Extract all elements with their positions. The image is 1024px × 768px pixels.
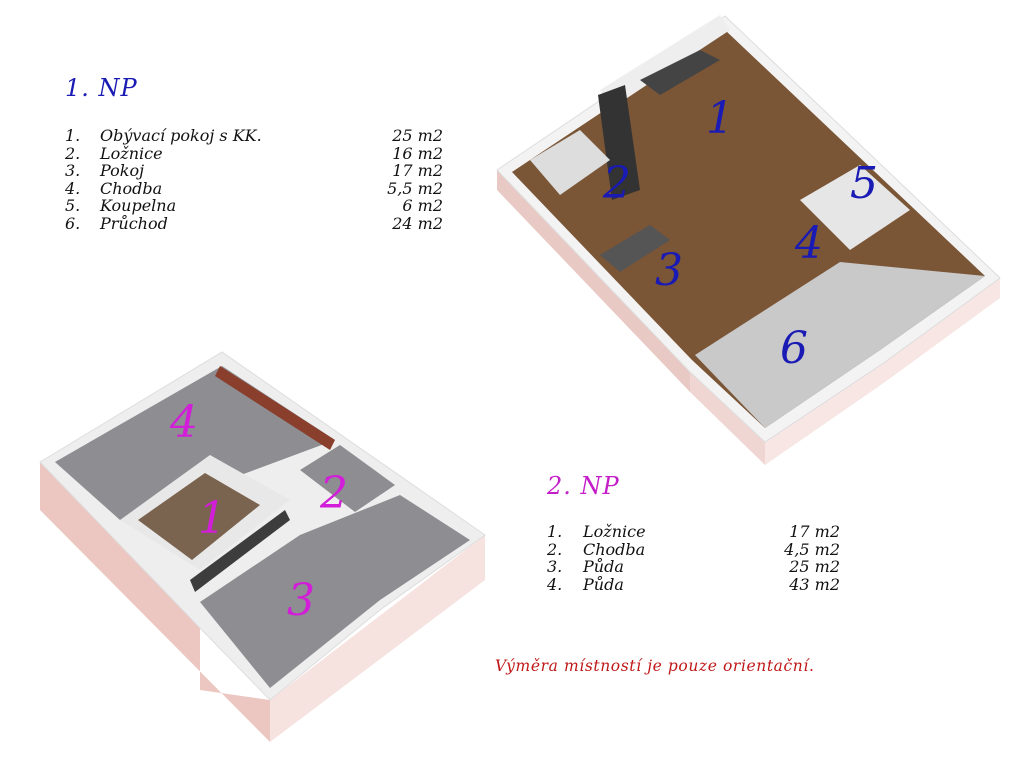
room-number: 5. bbox=[65, 196, 81, 215]
room-name: Chodba bbox=[583, 539, 646, 559]
room-row: 2. Ložnice 16 m2 bbox=[65, 143, 443, 163]
room-name: Pokoj bbox=[100, 161, 145, 180]
room-number: 3. bbox=[547, 557, 563, 576]
floor1-label-2: 2 bbox=[602, 158, 631, 209]
floor2-label-3: 3 bbox=[287, 575, 315, 626]
room-row: 1. Ložnice 17 m2 bbox=[547, 523, 840, 541]
room-area: 4,5 m2 bbox=[784, 539, 840, 559]
room-name: Koupelna bbox=[100, 196, 177, 215]
room-area: 6 m2 bbox=[402, 196, 443, 215]
room-name: Ložnice bbox=[583, 522, 646, 541]
room-number: 6. bbox=[65, 213, 81, 233]
room-row: 4. Chodba 5,5 m2 bbox=[65, 178, 443, 198]
floor1-plan bbox=[496, 15, 1001, 465]
room-row: 5. Koupelna 6 m2 bbox=[65, 197, 443, 215]
floor1-label-5: 5 bbox=[850, 158, 878, 209]
floor2-label-4: 4 bbox=[169, 397, 198, 448]
room-name: Půda bbox=[583, 557, 624, 576]
floor2-title: 2. NP bbox=[547, 472, 620, 500]
disclaimer-note: Výměra místností je pouze orientační. bbox=[495, 657, 815, 675]
room-name: Půda bbox=[583, 574, 624, 594]
room-row: 2. Chodba 4,5 m2 bbox=[547, 539, 840, 559]
room-area: 16 m2 bbox=[392, 143, 443, 163]
floor1-label-3: 3 bbox=[655, 245, 683, 296]
room-area: 25 m2 bbox=[392, 126, 443, 145]
room-number: 4. bbox=[547, 574, 563, 594]
floor2-label-2: 2 bbox=[319, 468, 348, 519]
room-number: 1. bbox=[547, 522, 563, 541]
floor1-label-1: 1 bbox=[706, 93, 734, 144]
floor1-label-4: 4 bbox=[794, 218, 823, 269]
room-name: Ložnice bbox=[100, 143, 163, 163]
room-name: Průchod bbox=[100, 213, 168, 233]
room-row: 4. Půda 43 m2 bbox=[547, 574, 840, 594]
floor2-label-1: 1 bbox=[198, 493, 226, 544]
room-name: Chodba bbox=[100, 178, 163, 198]
room-row: 1. Obývací pokoj s KK. 25 m2 bbox=[65, 127, 443, 145]
room-row: 3. Půda 25 m2 bbox=[547, 558, 840, 576]
room-area: 43 m2 bbox=[789, 574, 840, 594]
room-number: 2. bbox=[547, 539, 563, 559]
room-area: 17 m2 bbox=[392, 161, 443, 180]
room-name: Obývací pokoj s KK. bbox=[100, 126, 262, 145]
room-area: 17 m2 bbox=[789, 522, 840, 541]
room-number: 3. bbox=[65, 161, 81, 180]
room-row: 3. Pokoj 17 m2 bbox=[65, 162, 443, 180]
room-area: 24 m2 bbox=[392, 213, 443, 233]
room-number: 1. bbox=[65, 126, 81, 145]
room-area: 5,5 m2 bbox=[387, 178, 443, 198]
floor1-label-6: 6 bbox=[780, 323, 808, 374]
room-number: 2. bbox=[65, 143, 81, 163]
floor2-room-list: 1. Ložnice 17 m2 2. Chodba 4,5 m2 3. Půda 25 m… bbox=[547, 523, 840, 593]
floor1-title: 1. NP bbox=[65, 74, 138, 102]
room-number: 4. bbox=[65, 178, 81, 198]
room-row: 6. Průchod 24 m2 bbox=[65, 213, 443, 233]
floor1-room-list: 1. Obývací pokoj s KK. 25 m2 2. Ložnice 16 m… bbox=[65, 127, 443, 232]
floor2-plan bbox=[39, 351, 486, 742]
room-area: 25 m2 bbox=[789, 557, 840, 576]
